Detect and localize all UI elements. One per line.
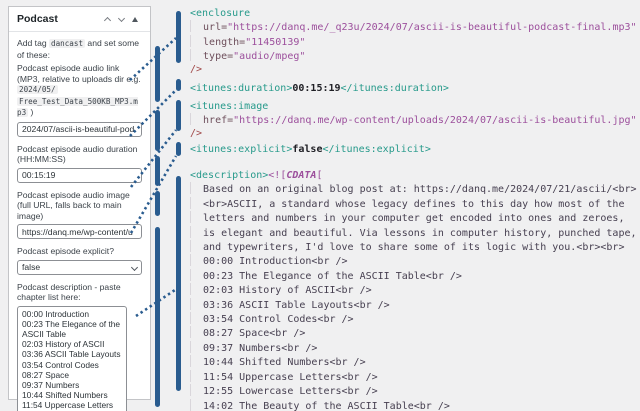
explicit-label: Podcast episode explicit?	[17, 246, 114, 256]
connector-bar	[176, 79, 181, 91]
move-up-icon[interactable]	[100, 12, 114, 26]
audio-link-example-dir-chip: 2024/05/	[17, 85, 58, 94]
help-intro-post: and set some of these:	[17, 38, 140, 60]
move-down-icon[interactable]	[114, 12, 128, 26]
help-intro-pre: Add tag	[17, 38, 50, 48]
image-url-input[interactable]	[17, 224, 142, 239]
audio-link-label-suffix: )	[28, 107, 34, 117]
metabox-title: Podcast	[17, 13, 58, 25]
connector-bar	[155, 191, 160, 216]
explicit-select-wrap	[17, 259, 142, 275]
description-textarea[interactable]: 00:00 Introduction 00:23 The Elegance of…	[17, 305, 127, 411]
help-intro: Add tag dancast and set some of these:	[17, 38, 142, 60]
audio-link-label: Podcast episode audio link (MP3, relativ…	[17, 63, 142, 119]
connector-bar	[176, 100, 181, 131]
connector-bar	[155, 46, 160, 102]
description-label: Podcast description - paste chapter list…	[17, 281, 121, 303]
connector-bar	[176, 11, 181, 63]
audio-link-input[interactable]	[17, 121, 142, 137]
audio-link-example-file-chip: Free_Test_Data_500KB_MP3.mp3	[17, 96, 138, 117]
xml-block-itunes-explicit: <itunes:explicit>false</itunes:explicit>	[190, 144, 431, 155]
connector-bar	[155, 156, 160, 186]
connector-bar	[176, 176, 181, 391]
toggle-icon[interactable]	[128, 12, 142, 26]
connector-bar	[155, 110, 160, 151]
duration-label: Podcast episode audio duration (HH:MM:SS…	[17, 143, 138, 165]
metabox-header[interactable]: Podcast	[9, 7, 150, 32]
connector-bar	[155, 227, 160, 407]
xml-block-itunes-duration: <itunes:duration>00:15:19</itunes:durati…	[190, 83, 449, 94]
image-label: Podcast episode audio image (full URL, f…	[17, 189, 130, 221]
connector-bar	[176, 142, 181, 156]
audio-link-label-text: Podcast episode audio link (MP3, relativ…	[17, 63, 141, 84]
explicit-select[interactable]	[17, 259, 142, 275]
help-intro-tag-chip: dancast	[49, 39, 86, 48]
xml-block-itunes-image: <itunes:image href="https://danq.me/wp-c…	[190, 101, 637, 139]
duration-input[interactable]	[17, 167, 142, 183]
podcast-metabox: Podcast Add tag dancast and set some of …	[8, 6, 151, 411]
xml-block-enclosure: <enclosure url="https://danq.me/_q23u/20…	[190, 8, 637, 75]
metabox-body: Add tag dancast and set some of these: P…	[9, 32, 150, 411]
xml-block-description: <description><![CDATA[ Based on an origi…	[190, 170, 637, 411]
description-textarea-wrap: 00:00 Introduction 00:23 The Elegance of…	[17, 305, 127, 411]
